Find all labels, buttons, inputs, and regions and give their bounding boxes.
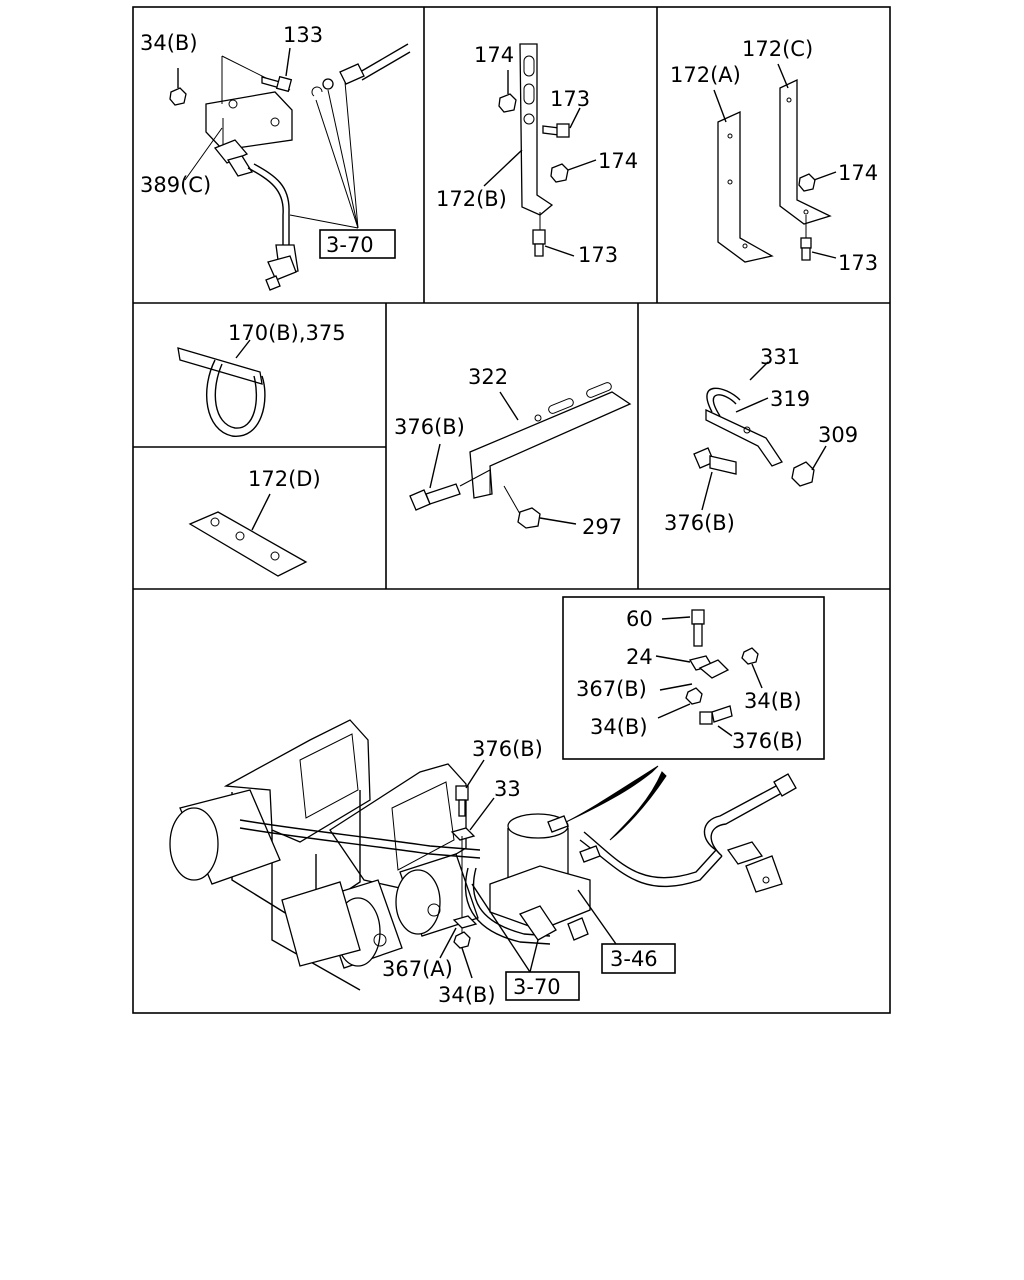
label-297: 297 bbox=[582, 515, 622, 539]
label-389c: 389(C) bbox=[140, 173, 211, 197]
panel-bracket-b: 174 173 174 172(B) 173 bbox=[436, 43, 638, 267]
label-376b-inset: 376(B) bbox=[732, 729, 803, 753]
label-322: 322 bbox=[468, 365, 508, 389]
label-24: 24 bbox=[626, 645, 653, 669]
label-376b-clamp: 376(B) bbox=[664, 511, 735, 535]
label-34b-main: 34(B) bbox=[438, 983, 496, 1007]
panel-inset: 60 24 367(B) 34(B) 34(B) 376(B) bbox=[562, 596, 825, 760]
frame-grid bbox=[132, 6, 891, 1014]
label-174-right: 174 bbox=[598, 149, 638, 173]
label-174-top: 174 bbox=[474, 43, 514, 67]
panel-bracket-322: 322 376(B) 297 bbox=[394, 365, 632, 539]
label-173: 173 bbox=[838, 251, 878, 275]
panel-clamp-331: 331 319 309 376(B) bbox=[664, 345, 858, 535]
ref-3-70-main: 3-70 bbox=[513, 975, 561, 999]
panel-main: 376(B) 33 367(A) 34(B) 3-46 3-70 bbox=[169, 719, 797, 1007]
label-34b: 34(B) bbox=[140, 31, 198, 55]
label-33: 33 bbox=[494, 777, 521, 801]
panel-tie: 170(B),375 bbox=[177, 321, 346, 437]
label-309: 309 bbox=[818, 423, 858, 447]
label-319: 319 bbox=[770, 387, 810, 411]
panel-hose-clip: 34(B) 133 389(C) 3-70 bbox=[140, 23, 411, 291]
label-174: 174 bbox=[838, 161, 878, 185]
label-172c: 172(C) bbox=[742, 37, 813, 61]
label-173-top: 173 bbox=[550, 87, 590, 111]
label-367a: 367(A) bbox=[382, 957, 453, 981]
label-170b-375: 170(B),375 bbox=[228, 321, 346, 345]
label-34b-left: 34(B) bbox=[590, 715, 648, 739]
label-60: 60 bbox=[626, 607, 653, 631]
panel-plate-d: 172(D) bbox=[188, 467, 321, 577]
label-133: 133 bbox=[283, 23, 323, 47]
label-376b-main: 376(B) bbox=[472, 737, 543, 761]
label-34b-right: 34(B) bbox=[744, 689, 802, 713]
label-367b: 367(B) bbox=[576, 677, 647, 701]
ref-3-46: 3-46 bbox=[610, 947, 658, 971]
panel-bracket-a-c: 172(C) 172(A) 174 173 bbox=[670, 37, 878, 275]
label-172b: 172(B) bbox=[436, 187, 507, 211]
label-331: 331 bbox=[760, 345, 800, 369]
label-376b: 376(B) bbox=[394, 415, 465, 439]
ref-3-70: 3-70 bbox=[326, 233, 374, 257]
label-172a: 172(A) bbox=[670, 63, 741, 87]
label-172d: 172(D) bbox=[248, 467, 321, 491]
label-173-bottom: 173 bbox=[578, 243, 618, 267]
